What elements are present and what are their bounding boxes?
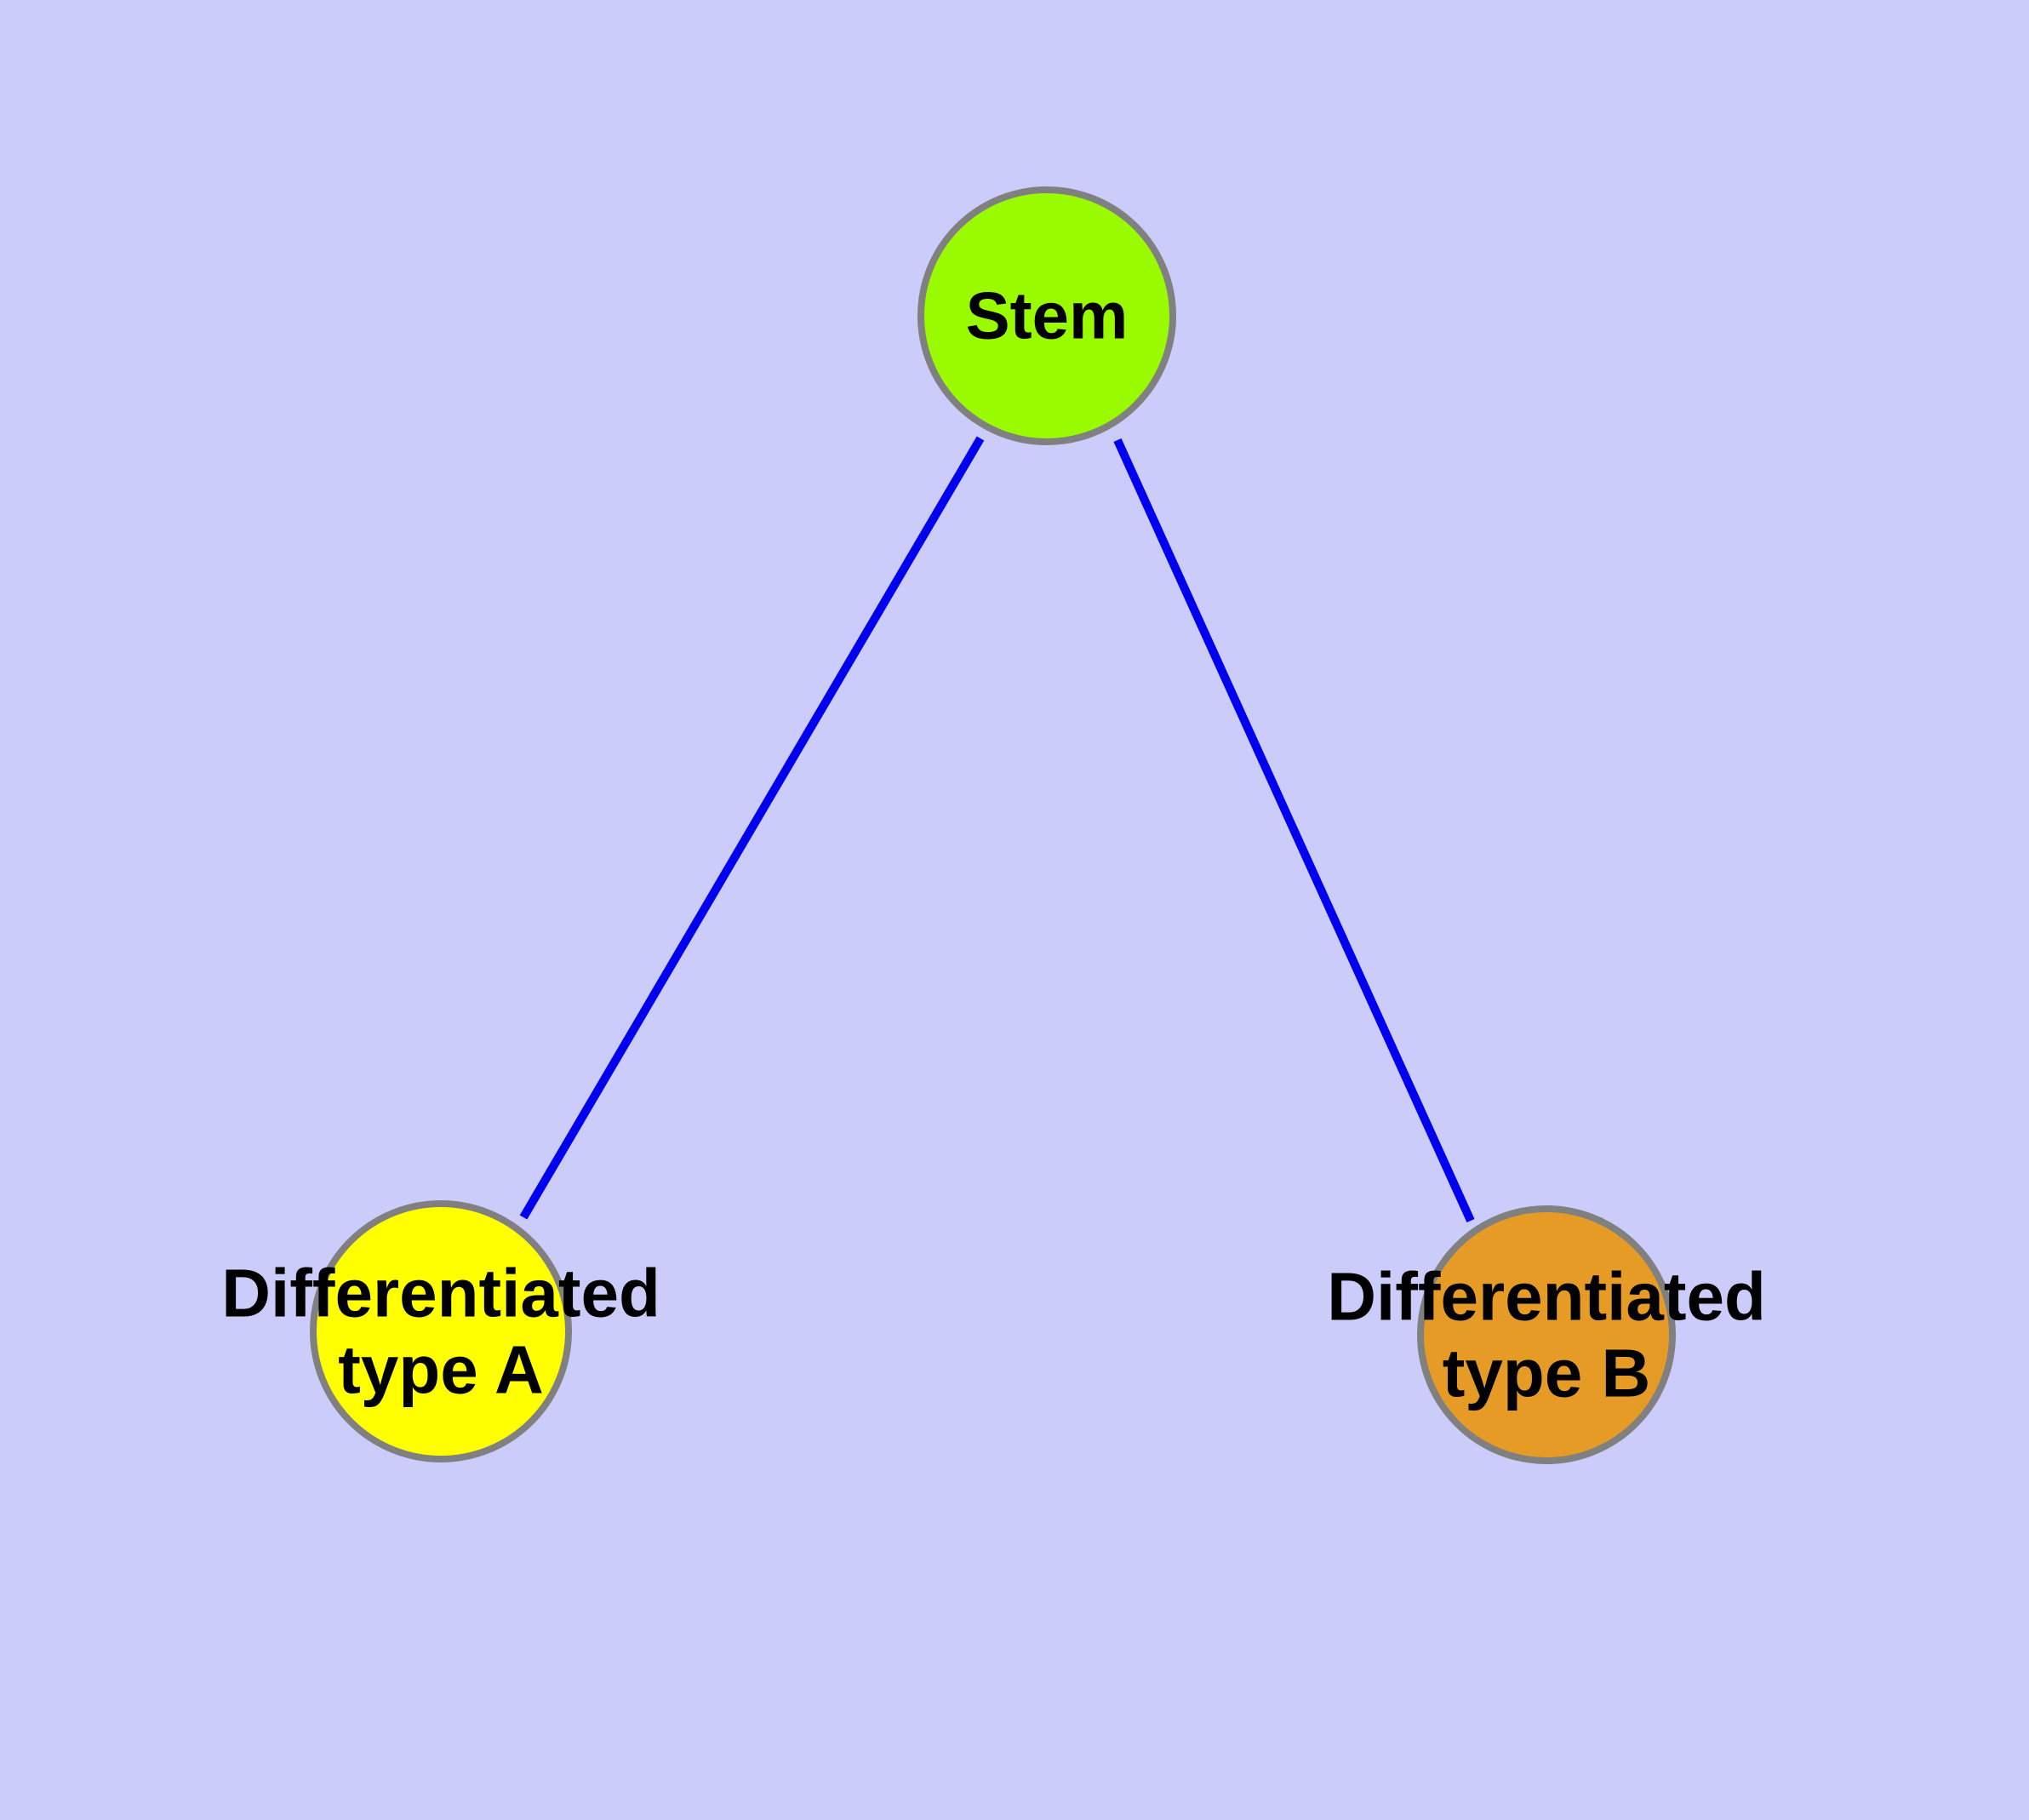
- edge-layer: [519, 436, 1475, 1223]
- edge-stem-to-differentiated-type-b[interactable]: [1113, 438, 1475, 1223]
- node-layer: [310, 186, 1676, 1464]
- node-differentiated-type-b[interactable]: [1417, 1205, 1676, 1464]
- edge-stem-to-differentiated-type-a[interactable]: [519, 436, 985, 1220]
- node-differentiated-type-a[interactable]: [310, 1200, 572, 1462]
- node-stem[interactable]: [917, 186, 1176, 445]
